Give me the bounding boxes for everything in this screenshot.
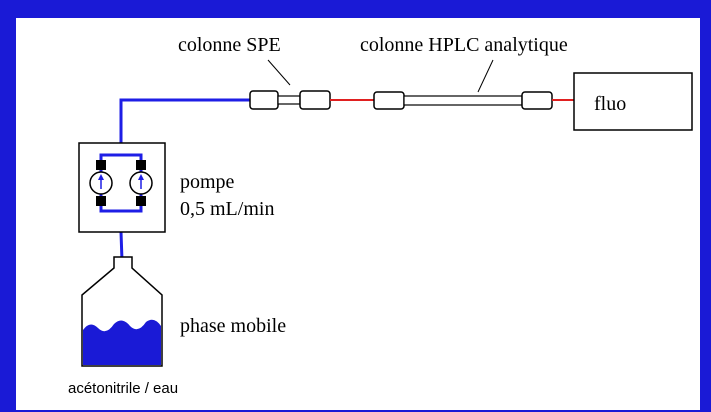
hplc-column <box>373 91 553 110</box>
spe-label-leader <box>267 59 291 86</box>
hplc-outlet-fitting <box>521 91 553 110</box>
hplc-column-body <box>403 95 523 106</box>
check-valve-icon <box>136 196 146 206</box>
mobile-phase-bottle <box>81 256 163 367</box>
hplc-column-label: colonne HPLC analytique <box>360 34 568 56</box>
fluorescence-detector-box <box>573 72 693 131</box>
spe-outlet-fitting <box>299 90 331 110</box>
spe-inlet-fitting <box>249 90 279 110</box>
spe-cartridge <box>277 95 301 105</box>
solvent-label: acétonitrile / eau <box>68 380 178 397</box>
check-valve-icon <box>136 160 146 170</box>
flow-rate-label: 0,5 mL/min <box>180 198 274 220</box>
hplc-label-leader <box>477 59 494 93</box>
bottle-liquid <box>83 319 161 365</box>
check-valve-icon <box>96 196 106 206</box>
mobile-phase-label: phase mobile <box>180 315 286 337</box>
hplc-inlet-fitting <box>373 91 405 110</box>
pump <box>78 142 166 233</box>
pump-label: pompe <box>180 171 235 193</box>
check-valve-icon <box>96 160 106 170</box>
spe-column-label: colonne SPE <box>178 34 281 56</box>
detector-label: fluo <box>594 93 626 115</box>
